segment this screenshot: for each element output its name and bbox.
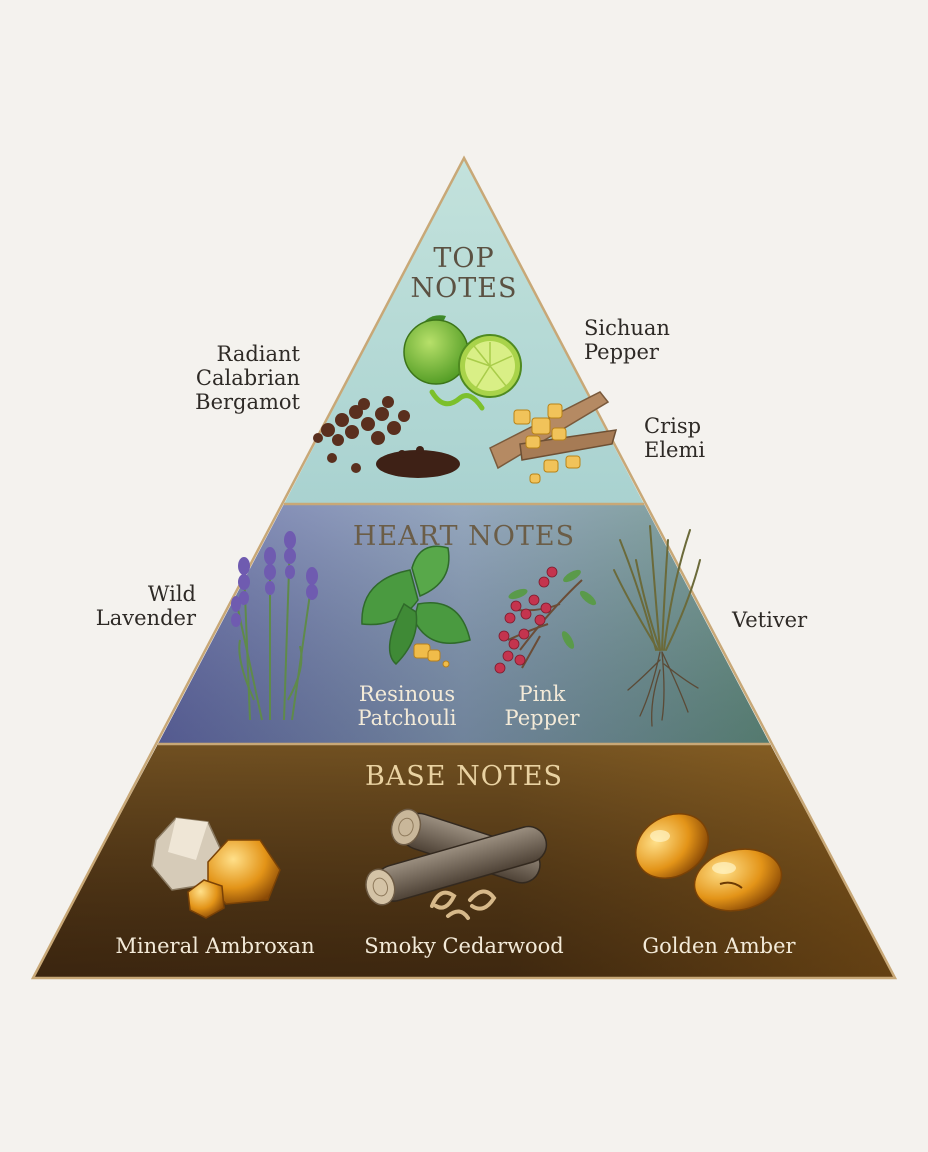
note-label-cedarwood: Smoky Cedarwood [364, 934, 564, 958]
amber-stone-icon [635, 813, 783, 912]
note-label-bergamot: Radiant Calabrian Bergamot [195, 342, 300, 414]
heart-notes-title: HEART NOTES [352, 521, 576, 552]
pink-pepper-icon [494, 566, 597, 674]
note-label-vetiver: Vetiver [732, 608, 808, 632]
note-label-sichuan-pepper: Sichuan Pepper [584, 316, 670, 364]
note-label-patchouli: Resinous Patchouli [357, 682, 457, 730]
cedarwood-log-icon [365, 808, 548, 920]
base-notes-title: BASE NOTES [364, 761, 564, 792]
vetiver-grass-icon [613, 525, 701, 727]
lavender-icon [231, 531, 318, 721]
lime-icon [403, 315, 522, 411]
note-label-ambroxan: Mineral Ambroxan [115, 934, 315, 958]
top-notes-title: TOP NOTES [364, 244, 564, 304]
elemi-resin-icon [489, 391, 618, 484]
peppercorn-icon [313, 396, 460, 478]
top-notes-title-line-1: TOP [433, 243, 495, 274]
note-label-pink-pepper: Pink Pepper [504, 682, 580, 730]
note-label-amber: Golden Amber [642, 934, 796, 958]
patchouli-leaf-icon [361, 545, 471, 668]
top-notes-title-line-2: NOTES [410, 273, 518, 304]
ambroxan-crystal-icon [151, 817, 281, 919]
note-label-lavender: Wild Lavender [95, 582, 196, 630]
note-label-elemi: Crisp Elemi [644, 414, 706, 462]
